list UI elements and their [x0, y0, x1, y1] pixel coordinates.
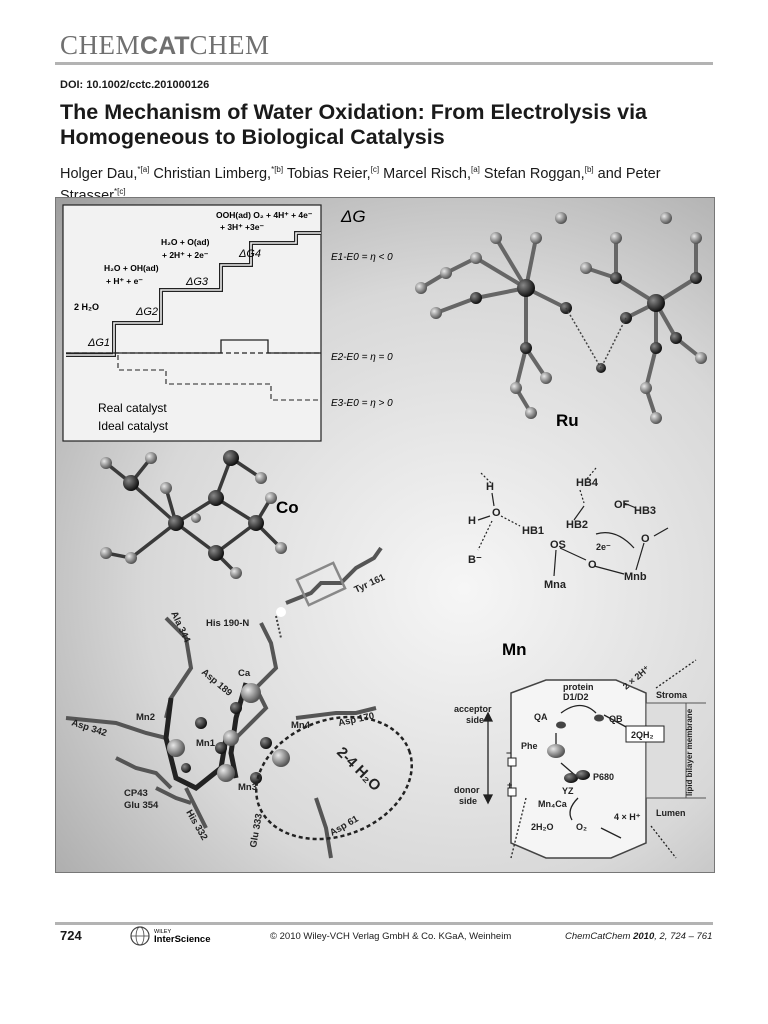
atom-label: HB3 [634, 505, 656, 517]
psii-label: protein [563, 682, 594, 692]
residue-label: Mn2 [136, 712, 155, 723]
psii-label: QA [534, 712, 548, 722]
atom-label: O [588, 559, 597, 571]
article-title: The Mechanism of Water Oxidation: From E… [60, 100, 648, 149]
residue-label: His 190-N [206, 618, 249, 629]
atom-label: Mnb [624, 571, 647, 583]
mn-mechanism-scheme: H H O B⁻ HB1 HB2 HB3 HB4 OF OS O O 2e⁻ M… [468, 467, 669, 591]
header-rule [55, 62, 713, 65]
psii-label: − [506, 748, 511, 758]
page-number: 724 [60, 928, 82, 943]
energy-diagram: OOH(ad) O₂ + 4H⁺ + 4e⁻ + 3H⁺ +3e⁻ H₂O + … [62, 204, 393, 442]
psii-label: donor [454, 785, 480, 795]
publisher-main: InterScience [154, 934, 211, 945]
figure-canvas: OOH(ad) O₂ + 4H⁺ + 4e⁻ + 3H⁺ +3e⁻ H₂O + … [62, 204, 707, 859]
psii-label: QB [609, 714, 623, 724]
legend-real: Real catalyst [98, 401, 167, 415]
residue-label: Ca [238, 668, 251, 679]
delta-g-label: ΔG4 [238, 248, 261, 260]
co-label: Co [276, 498, 299, 517]
footer-rule [55, 922, 713, 925]
atom-label: Mna [544, 579, 567, 591]
psii-label: Phe [521, 741, 538, 751]
atom-label: OS [550, 539, 566, 551]
psii-membrane-scheme: protein D1/D2 2 × 2H⁺ Stroma acceptor si… [454, 659, 706, 859]
author[interactable]: Holger Dau, [60, 165, 138, 182]
residue-label: Asp 189 [199, 667, 234, 699]
atom-label: OF [614, 499, 630, 511]
step-label: H₂O + OH(ad) [104, 263, 159, 273]
step-label: + 2H⁺ + 2e⁻ [162, 250, 209, 260]
atom-label: HB4 [576, 477, 599, 489]
graphical-abstract-figure: OOH(ad) O₂ + 4H⁺ + 4e⁻ + 3H⁺ +3e⁻ H₂O + … [55, 197, 715, 873]
psii-label: Mn₄Ca [538, 799, 568, 809]
wiley-interscience-logo[interactable]: WILEY InterScience [128, 925, 238, 947]
delta-g-header: ΔG [340, 207, 366, 226]
author[interactable]: Marcel Risch, [379, 165, 471, 182]
atom-label: HB1 [522, 525, 544, 537]
atom-label: H [468, 515, 476, 527]
author[interactable]: Tobias Reier, [283, 165, 371, 182]
delta-g-label: ΔG2 [135, 306, 158, 318]
author[interactable]: Christian Limberg, [149, 165, 272, 182]
journal-name: CHEMCATCHEM [60, 30, 270, 60]
psii-label: + [507, 780, 512, 790]
psii-label: 4 × H⁺ [614, 812, 641, 822]
publisher-small: WILEY [154, 929, 171, 935]
psii-label: YZ [562, 786, 574, 796]
residue-label: Mn3 [238, 782, 257, 793]
psii-label: D1/D2 [563, 692, 589, 702]
co-cluster-structure [100, 450, 287, 579]
atom-label: H [486, 481, 494, 493]
psii-label: acceptor [454, 704, 492, 714]
step-label: H₂O + O(ad) [161, 237, 210, 247]
water-label: 2-4 H₂O [333, 744, 384, 795]
equation-3: E3-E0 = η > 0 [331, 398, 393, 409]
psii-oec-structure: His 190-N Tyr 161 Ala 344 Asp 189 Ca Mn2… [65, 546, 413, 859]
psii-label: Stroma [656, 690, 688, 700]
residue-label: Glu 333 [248, 813, 265, 849]
step-label: + H⁺ + e⁻ [106, 276, 143, 286]
eq-line-3 [117, 355, 321, 401]
residue-label: Ala 344 [168, 610, 192, 645]
delta-g-label: ΔG1 [87, 337, 110, 349]
doi[interactable]: DOI: 10.1002/cctc.201000126 [60, 79, 210, 91]
citation: ChemCatChem 2010, 2, 724 – 761 [565, 931, 713, 942]
psii-label: side [466, 715, 484, 725]
delta-g-label: ΔG3 [185, 276, 209, 288]
step-label: 2 H₂O [74, 302, 99, 312]
residue-label: Asp 61 [328, 813, 361, 838]
atom-label: 2e⁻ [596, 542, 611, 552]
copyright: © 2010 Wiley-VCH Verlag GmbH & Co. KGaA,… [270, 931, 512, 942]
residue-label: CP43 [124, 788, 148, 799]
residue-label: Glu 354 [124, 800, 159, 811]
atom-label: O [492, 507, 501, 519]
psii-label: 2H₂O [531, 822, 554, 832]
equation-2: E2-E0 = η = 0 [331, 352, 393, 363]
residue-label: Mn4 [291, 720, 311, 731]
mn-label: Mn [502, 640, 527, 659]
atom-label: O [641, 533, 650, 545]
equation-1: E1-E0 = η < 0 [331, 252, 393, 263]
step-label: + 3H⁺ +3e⁻ [220, 222, 264, 232]
psii-label: Lumen [656, 808, 686, 818]
psii-label: side [459, 796, 477, 806]
residue-label: Tyr 161 [353, 572, 388, 596]
psii-label: lipid bilayer membrane [685, 708, 694, 796]
psii-label: 2 × 2H⁺ [621, 663, 652, 691]
atom-label: HB2 [566, 519, 588, 531]
ru-label: Ru [556, 411, 579, 430]
step-label: OOH(ad) O₂ + 4H⁺ + 4e⁻ [216, 210, 313, 220]
psii-label: 2QH₂ [631, 730, 654, 740]
psii-label: P680 [593, 772, 614, 782]
ru-complex-structure [415, 212, 707, 424]
psii-label: O₂ [576, 822, 587, 832]
atom-label: B⁻ [468, 554, 482, 566]
residue-label: Mn1 [196, 738, 216, 749]
legend-ideal: Ideal catalyst [98, 419, 169, 433]
author[interactable]: Stefan Roggan, [479, 165, 585, 182]
